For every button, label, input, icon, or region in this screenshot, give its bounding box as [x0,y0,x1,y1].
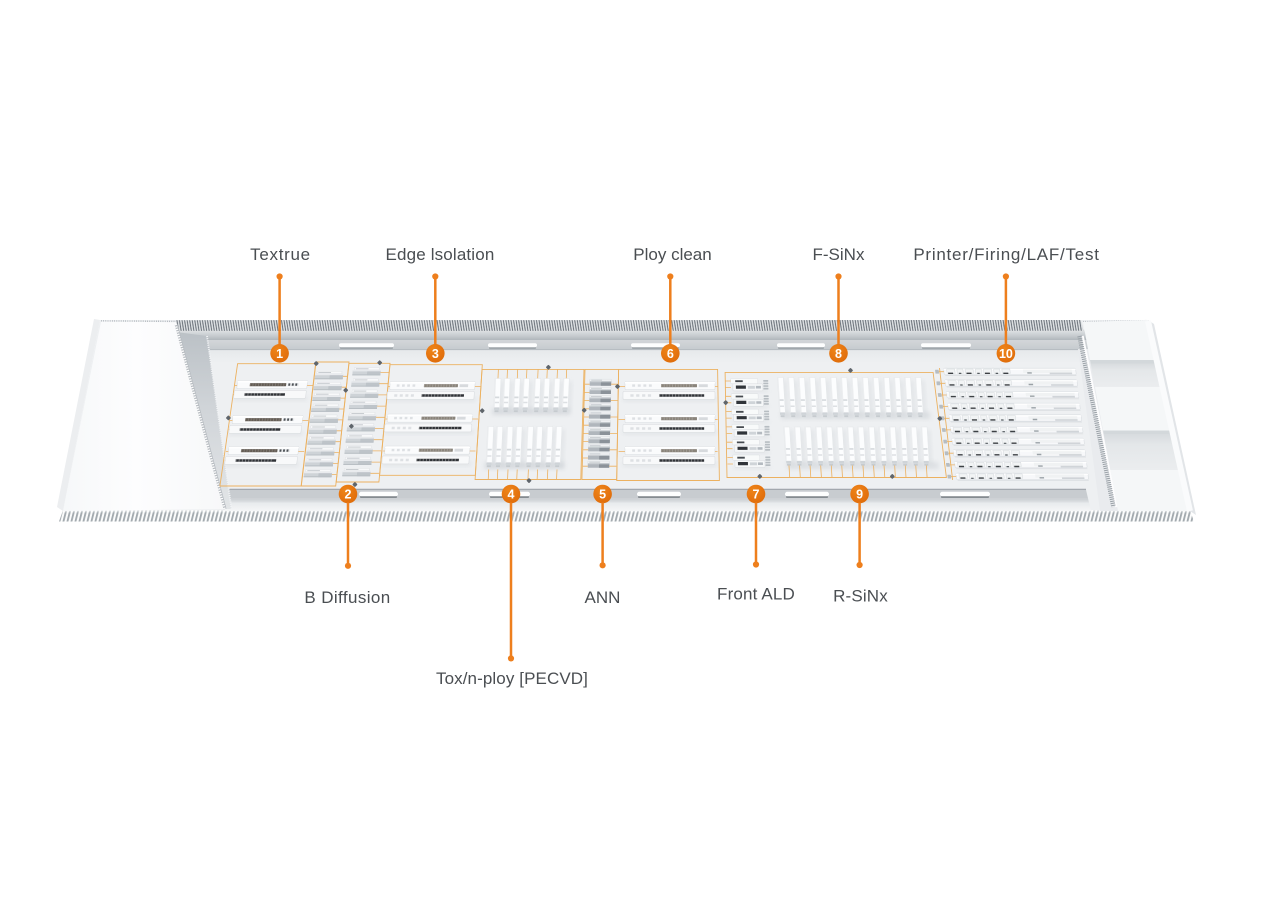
svg-text:2: 2 [345,488,352,502]
svg-text:Textrue: Textrue [250,245,311,264]
svg-text:9: 9 [856,488,863,502]
svg-text:B Diffusion: B Diffusion [304,588,390,607]
svg-text:6: 6 [667,347,674,361]
svg-text:Front ALD: Front ALD [717,585,795,604]
svg-text:5: 5 [599,488,606,502]
svg-text:8: 8 [835,347,842,361]
svg-text:10: 10 [999,347,1013,361]
svg-text:1: 1 [276,347,283,361]
svg-text:3: 3 [432,347,439,361]
svg-text:Edge lsolation: Edge lsolation [386,245,495,264]
svg-text:Tox/n-ploy [PECVD]: Tox/n-ploy [PECVD] [436,669,588,688]
svg-text:R-SiNx: R-SiNx [833,587,888,606]
svg-text:F-SiNx: F-SiNx [813,245,865,264]
svg-text:ANN: ANN [585,588,621,607]
svg-text:Printer/Firing/LAF/Test: Printer/Firing/LAF/Test [913,245,1099,264]
svg-text:4: 4 [508,488,515,502]
svg-text:7: 7 [753,488,760,502]
svg-text:Ploy clean: Ploy clean [633,245,711,264]
